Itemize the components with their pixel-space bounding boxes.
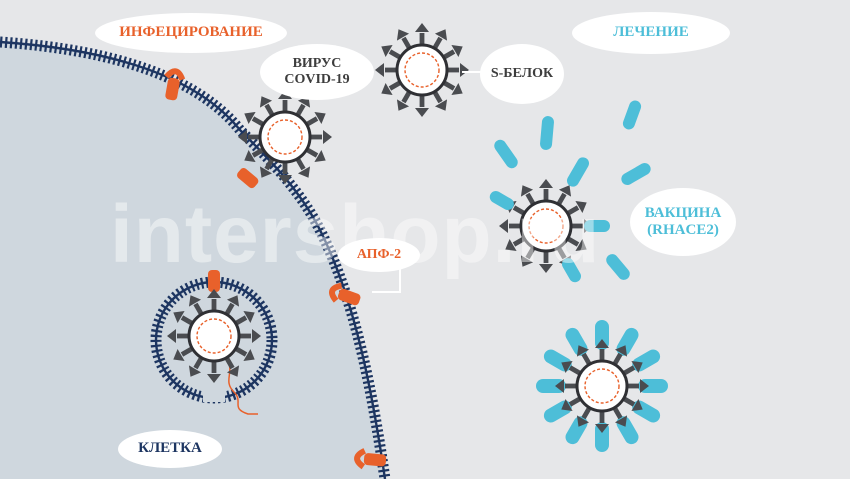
ace2-receptor-bottom [354, 448, 387, 470]
vaccine-label: ВАКЦИНА (RHACE2) [630, 188, 736, 256]
ace2-label-text: АПФ-2 [356, 246, 402, 262]
virus-particle-binding [238, 90, 332, 184]
s-protein-label: S-БЕЛОК [480, 44, 564, 104]
virus-label-text: ВИРУС COVID-19 [284, 55, 350, 87]
virus-particle-reference [375, 23, 469, 117]
ace2-receptor-binding [237, 168, 259, 189]
infection-label: ИНФЕЦИРОВАНИЕ [95, 13, 287, 53]
treatment-label-text: ЛЕЧЕНИЕ [613, 24, 689, 41]
cell-label-text: КЛЕТКА [138, 440, 202, 457]
ace2-receptor-endosome [208, 270, 220, 292]
ace2-label: АПФ-2 [338, 238, 420, 272]
endosome-opening [203, 380, 225, 402]
treatment-label: ЛЕЧЕНИЕ [572, 12, 730, 54]
infection-label-text: ИНФЕЦИРОВАНИЕ [119, 24, 263, 41]
virus-particle-vaccine-partial [489, 179, 610, 283]
virus-particle-endosome [167, 289, 261, 383]
ace2-receptor-middle [329, 282, 361, 306]
cell-label: КЛЕТКА [118, 430, 222, 468]
viral-rna [225, 357, 258, 415]
vaccine-molecules-free [494, 100, 651, 280]
s-protein-label-text: S-БЕЛОК [490, 65, 554, 81]
ace2-receptor-top [164, 68, 186, 101]
ace2-label-connector [372, 262, 401, 293]
vaccine-label-text: ВАКЦИНА (RHACE2) [644, 204, 722, 238]
cell-interior [0, 42, 385, 479]
virus-particle-neutralized [536, 320, 668, 452]
virus-label: ВИРУС COVID-19 [260, 44, 374, 100]
